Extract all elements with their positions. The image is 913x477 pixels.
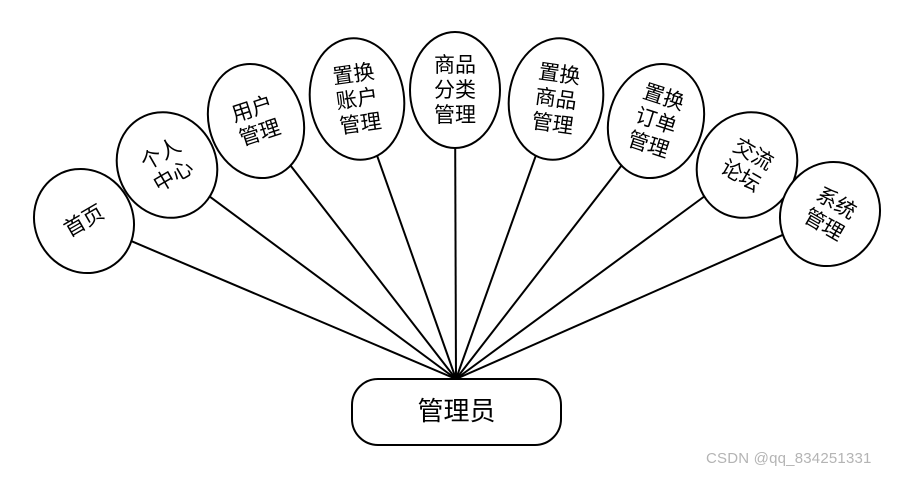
node-label-exchange-product-line-2: 商品 <box>534 84 579 114</box>
connector-line-home <box>130 240 457 380</box>
node-ellipse-system-management <box>778 160 882 268</box>
watermark: CSDN @qq_834251331 <box>706 450 872 467</box>
connector-line-exchange-product <box>455 155 537 380</box>
connector-lines <box>130 147 784 380</box>
connector-line-exchange-order <box>455 164 623 380</box>
node-label-exchange-account-line-1: 置换 <box>331 59 376 89</box>
node-ellipse-product-category <box>409 31 501 149</box>
node-label-exchange-product-line-3: 管理 <box>530 109 575 139</box>
node-label-product-category-line-1: 商品 <box>434 53 476 77</box>
connector-line-product-category <box>454 147 457 380</box>
node-ellipse-user-management <box>206 62 306 180</box>
node-ellipse-exchange-account <box>308 37 406 161</box>
root-node-label: 管理员 <box>417 397 495 427</box>
connector-line-forum <box>455 195 705 380</box>
node-label-exchange-account-line-2: 账户 <box>335 84 380 114</box>
node-ellipse-personal-center <box>115 111 219 219</box>
node-ellipse-exchange-order <box>606 62 706 180</box>
root-node-group: 管理员 <box>351 378 562 446</box>
root-node-box <box>351 378 562 446</box>
node-label-product-category-line-3: 管理 <box>434 103 476 127</box>
node-label-exchange-product-line-1: 置换 <box>537 59 582 89</box>
node-ellipse-home <box>32 167 136 275</box>
connector-line-system-management <box>455 233 784 380</box>
node-ellipse-exchange-product <box>507 37 605 161</box>
connector-line-exchange-account <box>376 155 457 380</box>
node-label-exchange-account-line-3: 管理 <box>338 109 383 139</box>
connector-line-personal-center <box>209 195 457 380</box>
node-home: 首页 <box>32 167 136 275</box>
connector-line-user-management <box>289 164 457 380</box>
node-label-product-category-line-2: 分类 <box>434 78 476 102</box>
module-nodes: 首页个人中心用户管理置换账户管理商品分类管理置换商品管理置换订单管理交流论坛系统… <box>32 31 882 275</box>
